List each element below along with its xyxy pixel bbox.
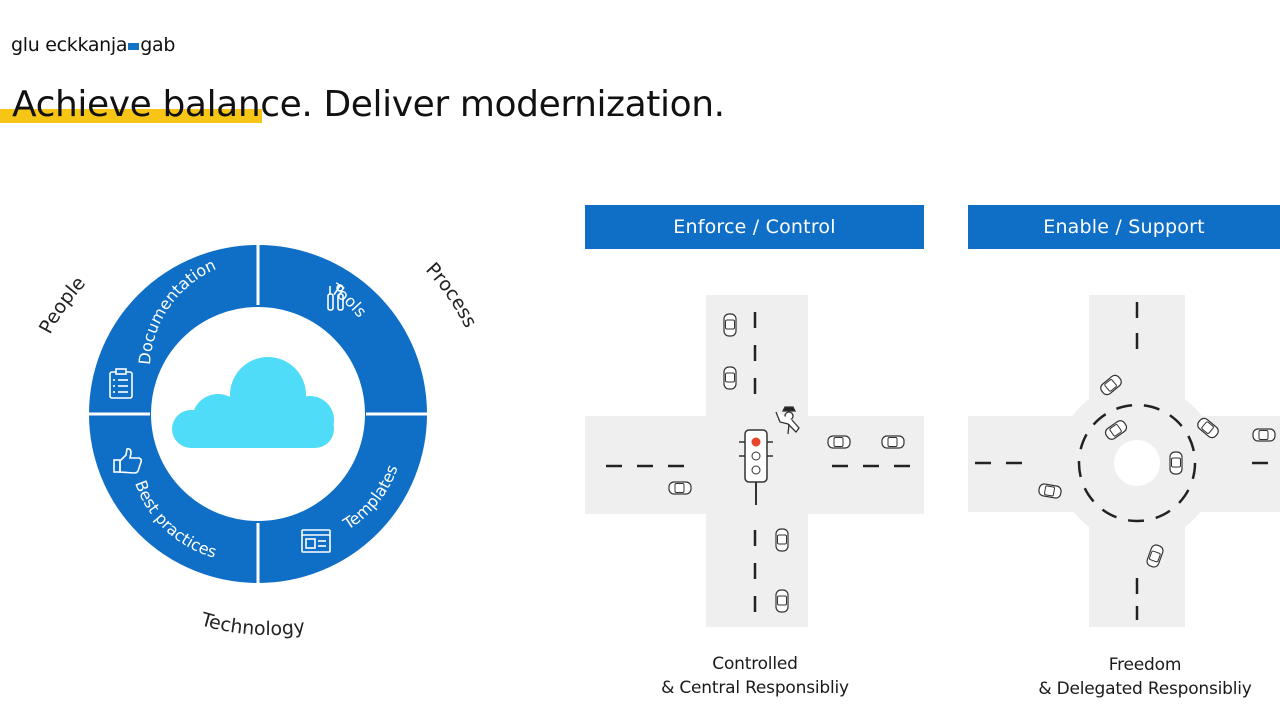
title-highlight [0, 109, 262, 123]
enable-support-header: Enable / Support [968, 205, 1280, 249]
freedom-caption: Freedom & Delegated Responsibliy [1038, 655, 1252, 699]
ring-diagram: Documentation Tools Templates Best pract… [35, 244, 481, 640]
logo-square-icon [128, 43, 140, 50]
police-officer-icon [775, 406, 800, 435]
page-title: Achieve balance. Deliver modernization. [12, 84, 725, 125]
intersection-scene [585, 295, 924, 627]
thumbs-up-icon [113, 448, 143, 474]
tools-icon [327, 284, 344, 311]
controlled-caption: Controlled & Central Responsibliy [661, 654, 849, 698]
label-process: Process [421, 258, 481, 331]
traffic-light-icon [739, 429, 773, 505]
template-icon [301, 529, 331, 553]
label-technology: Technology [198, 608, 306, 640]
label-people: People [35, 272, 90, 337]
cloud-icon [172, 357, 334, 448]
roundabout-scene [968, 295, 1280, 627]
checklist-icon [109, 368, 133, 399]
enforce-control-header: Enforce / Control [585, 205, 924, 249]
